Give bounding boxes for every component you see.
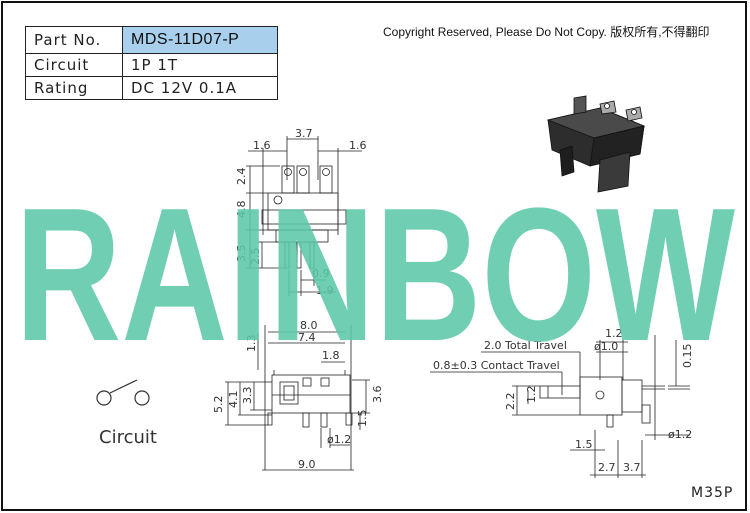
model-code: M35P [691,485,734,501]
circuit-symbol [96,379,150,406]
dim-side-w1: 1.2 [605,327,623,340]
dim-top-p1: 0.9 [312,267,330,280]
dim-front-h1: 1.3 [245,335,258,353]
circuit-caption: Circuit [99,427,157,448]
top-view [246,136,362,296]
dim-side-h1: 0.15 [681,344,694,369]
dim-side-hole: ø1.2 [668,428,692,441]
dim-side-h4: 1.5 [575,438,593,451]
dim-front-h4: 3.3 [241,387,254,405]
dim-top-h3: 3.5 [235,245,248,263]
dim-front-hole: ø1.2 [327,433,351,446]
dim-front-w2: 7.4 [298,331,316,344]
dim-front-h5: 3.6 [371,386,384,404]
dim-front-w1: 8.0 [300,319,318,332]
product-3d-illustration [546,95,646,193]
dim-side-d1: ø1.0 [594,340,618,353]
dim-top-h1: 2.4 [235,168,248,186]
dim-front-h2: 5.2 [212,396,225,414]
dim-front-h3: 4.1 [227,391,240,409]
side-view [430,335,690,478]
dim-front-w4: 9.0 [298,458,316,471]
dim-side-w3: 3.7 [623,461,641,474]
dim-side-w2: 2.7 [598,461,616,474]
spec-row-rating: Rating DC 12V 0.1A [25,76,278,100]
dim-side-travel: 2.0 Total Travel [484,339,567,352]
spec-row-circuit: Circuit 1P 1T [25,53,278,77]
rating-value: DC 12V 0.1A [122,76,278,100]
dim-top-w3: 1.6 [349,139,367,152]
circuit-label: Circuit [25,53,123,77]
dim-front-h6: 1.5 [356,410,369,428]
front-view [225,325,370,471]
copyright-notice: Copyright Reserved, Please Do Not Copy. … [383,25,710,39]
spec-table: Part No. MDS-11D07-P Circuit 1P 1T Ratin… [25,26,278,100]
dim-top-w1: 1.6 [253,139,271,152]
dim-top-h2: 4.8 [235,201,248,219]
dim-top-p2: 1.9 [316,284,334,297]
dim-top-h4: 2.5 [249,248,262,266]
dim-side-contact: 0.8±0.3 Contact Travel [433,359,560,372]
dim-side-h2: 2.2 [504,393,517,411]
dim-side-h3: 1.2 [525,386,538,404]
dim-front-w3: 1.8 [322,349,340,362]
dim-top-w2: 3.7 [295,127,313,140]
